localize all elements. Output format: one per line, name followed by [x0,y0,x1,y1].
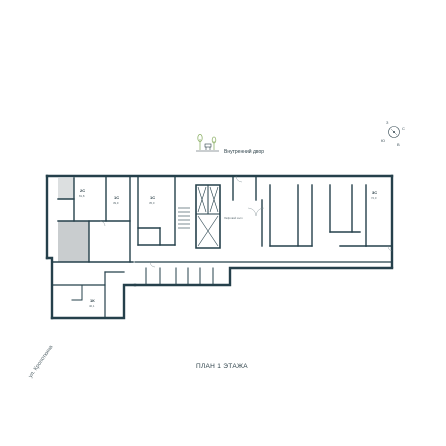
unit-type: 3С [372,190,377,195]
unit-area: 35,0 [149,201,155,205]
courtyard-label: Внутренний двор [224,148,264,155]
unit-1c-a[interactable]: 1С 39,9 [113,195,119,205]
unit-type: 1С [150,195,155,200]
compass-east: В [397,142,400,147]
elevator-icon [197,186,219,247]
unit-1k[interactable]: 1К 40,1 [89,298,95,308]
compass-icon: С Ю З В [381,120,405,147]
highlighted-unit-core [58,178,74,199]
courtyard-tree-icon [196,133,219,152]
interior-walls [51,175,393,319]
unit-area: 81,8 [79,194,85,198]
unit-type: 1К [90,298,95,303]
highlighted-unit[interactable] [58,221,89,262]
street-label: ул. Кропоткина [28,344,55,380]
doors [99,175,393,268]
unit-type: 1С [114,195,119,200]
staircase [178,207,190,229]
compass-west: З [386,120,389,125]
unit-type: 2С [80,188,85,193]
lobby-label: Лифтовой холл [224,216,243,220]
unit-1c-b[interactable]: 1С 35,0 [149,195,155,205]
plan-title: ПЛАН 1 ЭТАЖА [196,363,248,370]
unit-area: 39,9 [113,201,119,205]
unit-3c[interactable]: 3С 72,0 [371,190,377,200]
compass-south: Ю [381,138,385,143]
unit-area: 72,0 [371,196,377,200]
unit-area: 40,1 [89,304,95,308]
unit-2c[interactable]: 2С 81,8 [79,188,85,198]
compass-north: С [402,126,405,131]
outer-walls [45,174,394,320]
